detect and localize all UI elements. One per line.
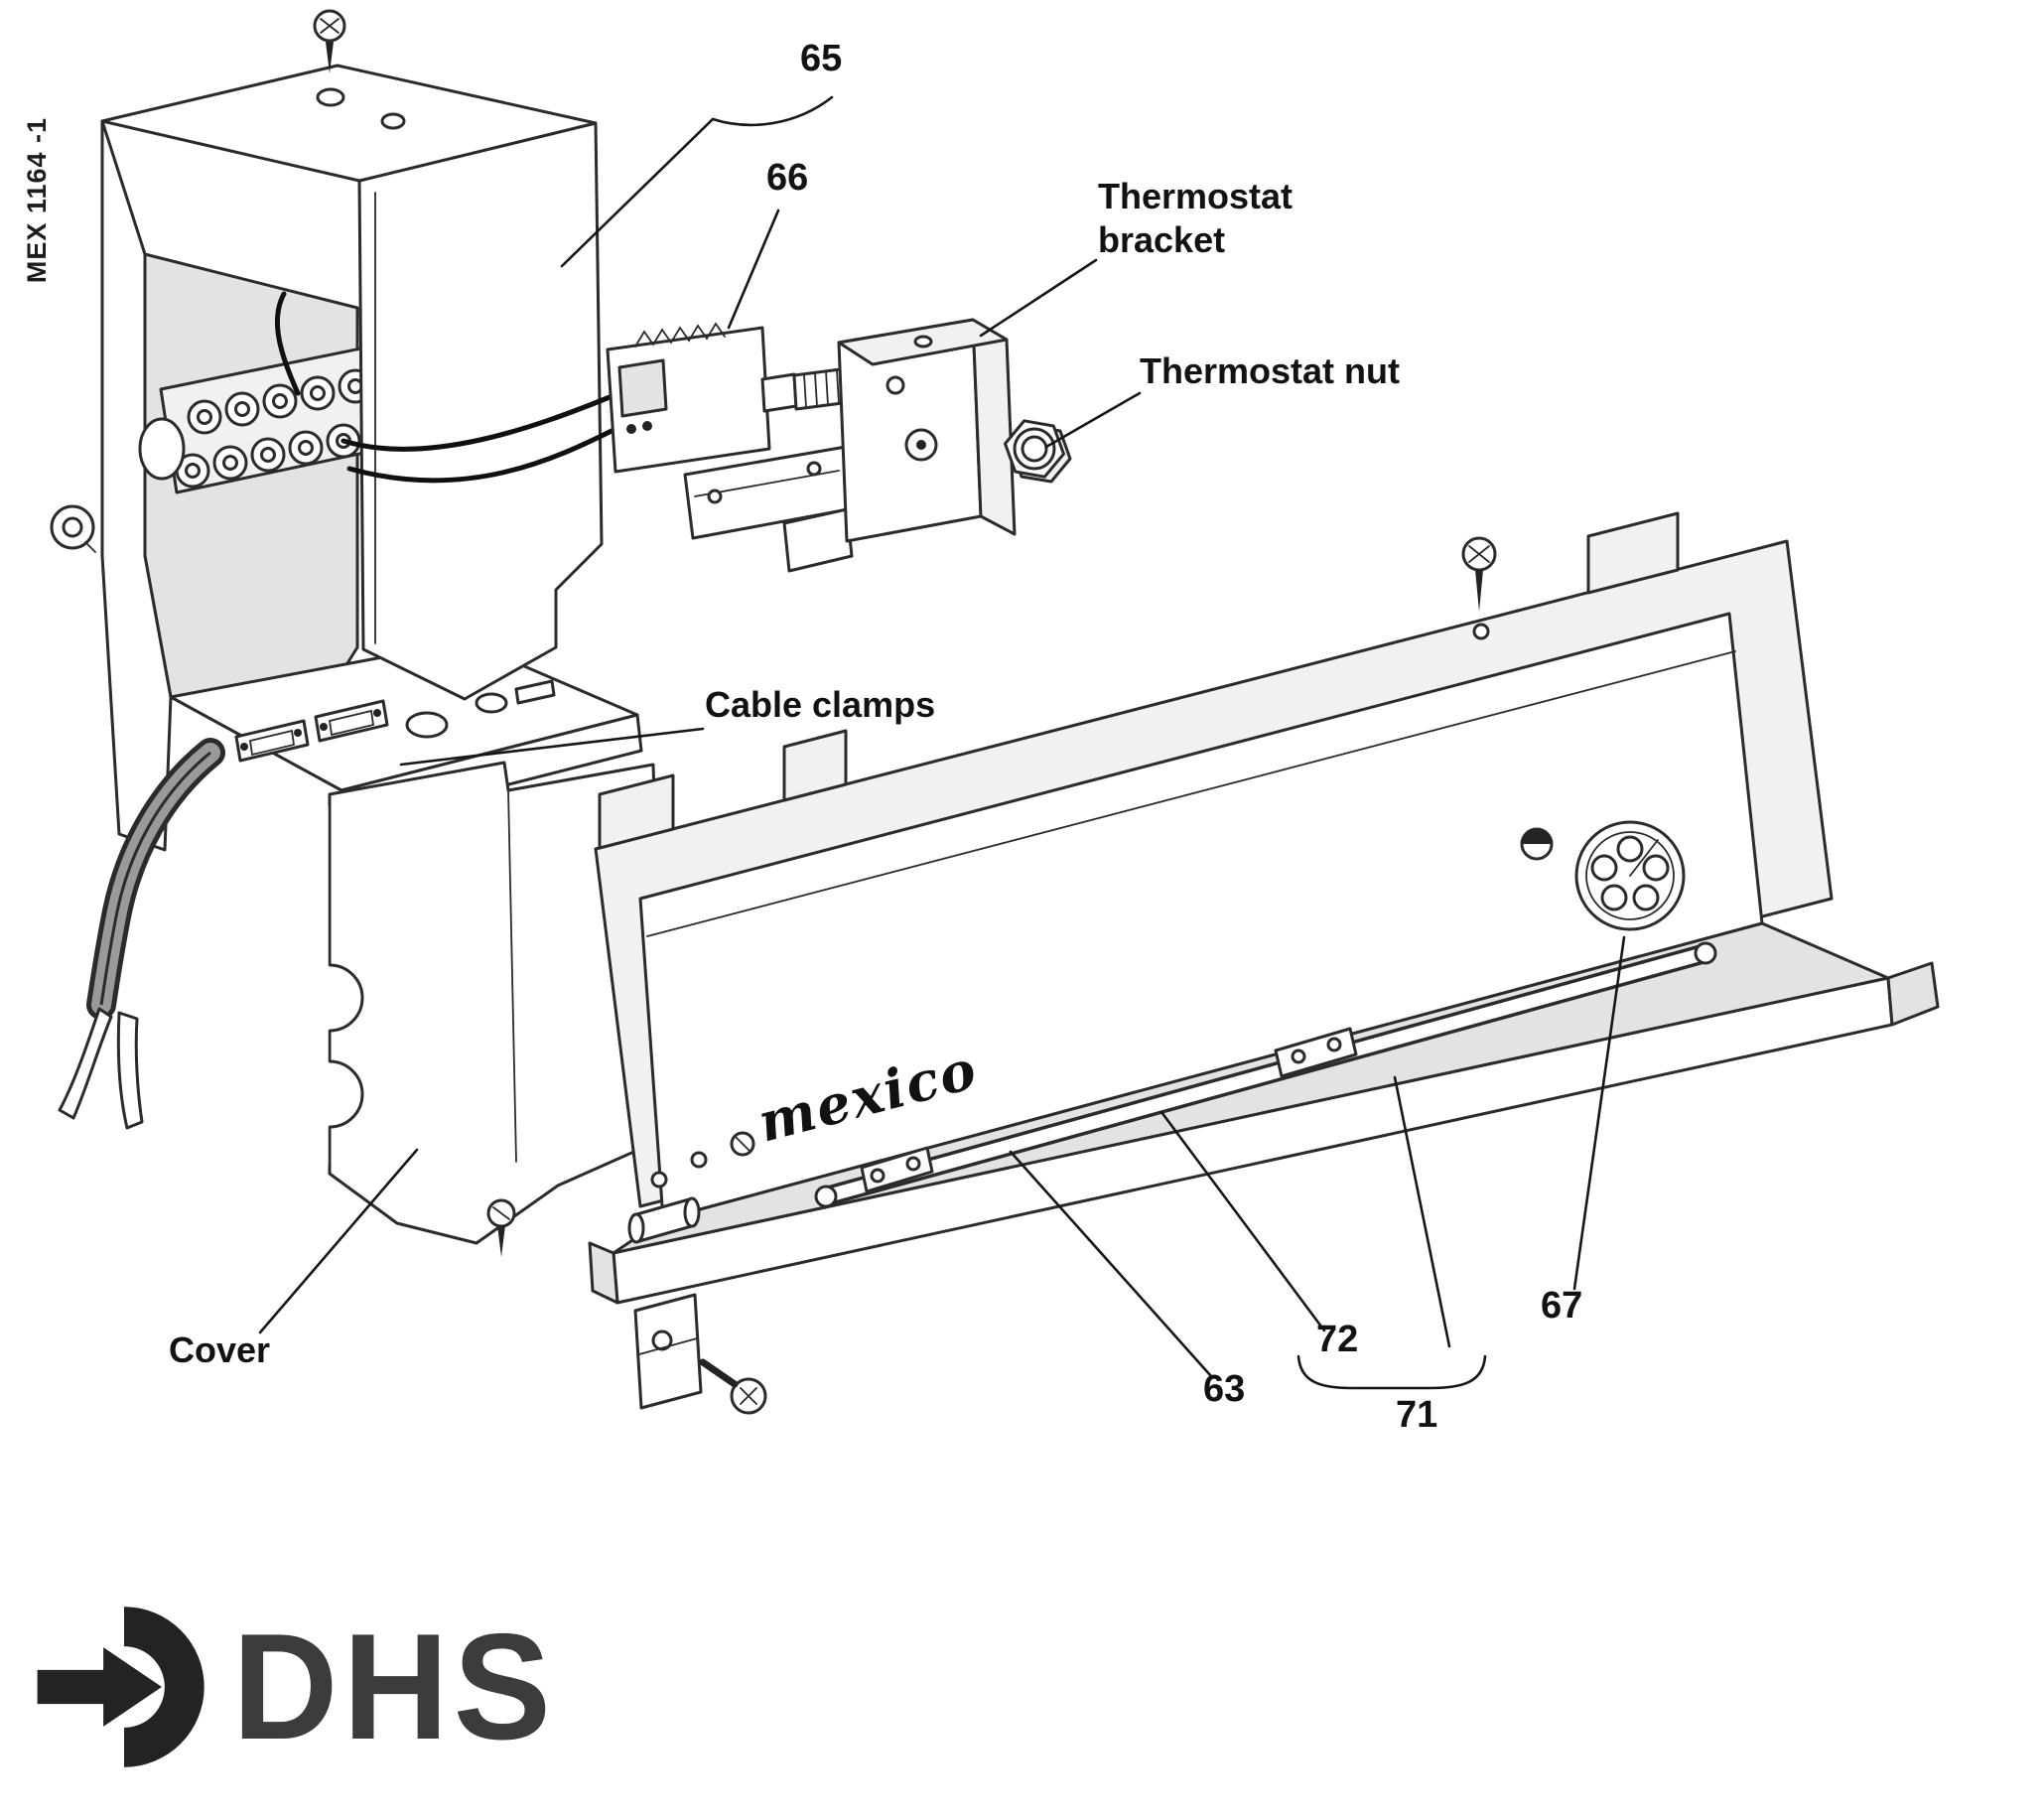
callout-67: 67 bbox=[1541, 1285, 1583, 1327]
dhs-logo-mark bbox=[37, 1607, 204, 1767]
callout-thermostat-bracket: Thermostat bracket bbox=[1098, 176, 1294, 260]
control-knob bbox=[1574, 820, 1686, 931]
element-clamp-plate bbox=[860, 1146, 934, 1193]
callout-72: 72 bbox=[1316, 1319, 1359, 1360]
fixing-screw-top bbox=[1461, 536, 1497, 640]
fixing-screw-bottom bbox=[699, 1358, 767, 1415]
callout-cable-clamps: Cable clamps bbox=[705, 684, 936, 725]
grommet-hole bbox=[138, 417, 186, 481]
element-standoff bbox=[627, 1196, 701, 1244]
callout-71: 71 bbox=[1396, 1394, 1438, 1436]
document-code: MEX 1164 -1 bbox=[22, 117, 52, 284]
heating-element bbox=[814, 941, 1717, 1208]
callout-cover: Cover bbox=[169, 1329, 271, 1370]
cable-clamp bbox=[234, 719, 310, 763]
thermostat-nut-part bbox=[1004, 419, 1072, 484]
cover-screw bbox=[486, 1198, 516, 1257]
thermostat-wires bbox=[274, 291, 618, 484]
thermostat bbox=[606, 322, 876, 540]
cover-panel bbox=[238, 761, 667, 1257]
supply-cable bbox=[58, 738, 225, 1130]
callout-thermostat-nut: Thermostat nut bbox=[1140, 350, 1401, 391]
dhs-logo-text: DHS bbox=[232, 1603, 556, 1771]
terminal-block bbox=[159, 340, 413, 494]
washer bbox=[50, 504, 96, 553]
callout-65: 65 bbox=[800, 38, 843, 79]
lid-screw bbox=[313, 9, 346, 73]
front-panel: mexico bbox=[638, 612, 1764, 1221]
callout-66: 66 bbox=[766, 157, 809, 199]
element-clamp-plate bbox=[1274, 1027, 1358, 1078]
heater-body: mexico bbox=[588, 511, 1940, 1415]
cable-clamp bbox=[314, 699, 389, 743]
junction-box bbox=[50, 9, 643, 1130]
bottom-bracket bbox=[633, 1293, 703, 1410]
box-top-face bbox=[100, 64, 598, 183]
pilot-hole bbox=[1520, 827, 1554, 861]
box-right-wall bbox=[357, 121, 604, 701]
callout-63: 63 bbox=[1203, 1368, 1246, 1410]
dhs-logo: DHS bbox=[30, 1593, 566, 1781]
thermostat-bracket-part bbox=[782, 318, 1017, 573]
leader-lines bbox=[258, 95, 1626, 1390]
